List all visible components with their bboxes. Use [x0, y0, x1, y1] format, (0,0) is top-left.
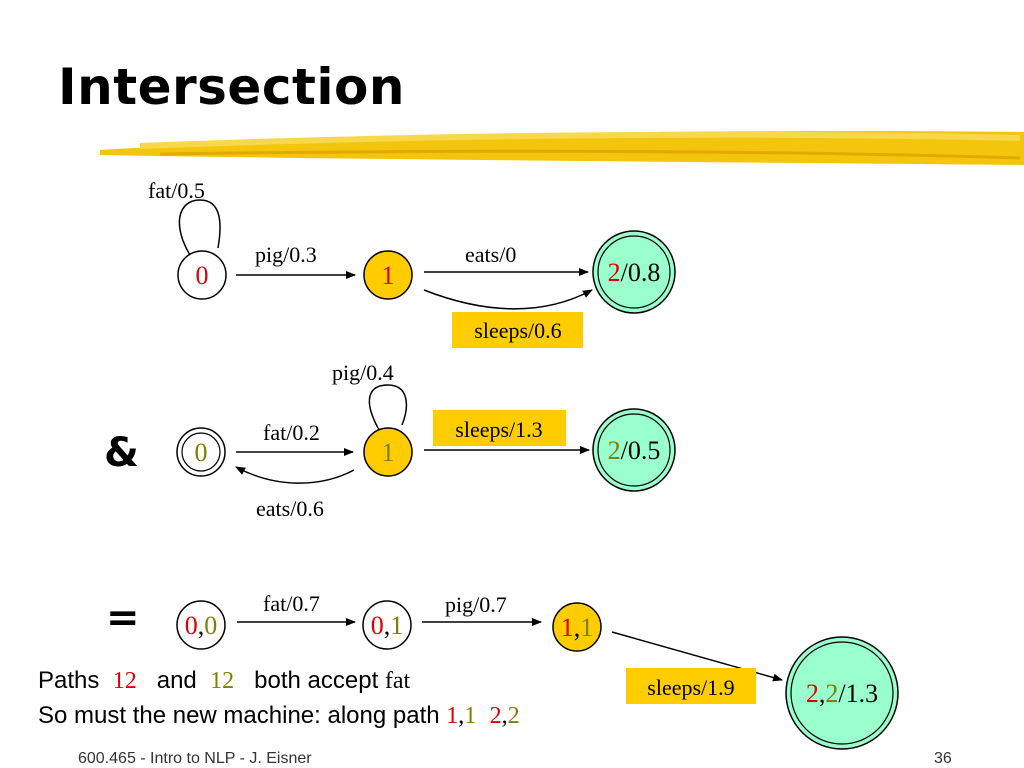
m2-loop-arc — [368, 384, 408, 438]
footer-page-number: 36 — [934, 750, 952, 767]
m2-arc-sleeps-label: sleeps/1.3 — [455, 417, 542, 442]
m1-state-0-label: 0 — [196, 261, 209, 290]
r-state-0-1 — [362, 600, 412, 650]
text-path-comma-2: , — [501, 703, 508, 729]
explanation-line-1: Paths 12 and 12 both accept fat — [38, 667, 410, 695]
footer-course: 600.465 - Intro to NLP - J. Eisner — [78, 750, 312, 767]
r-state-1-1 — [552, 602, 602, 652]
text-paths: Paths — [38, 667, 100, 694]
m2-state-2-label: 2/0.5 — [608, 436, 661, 465]
text-path-state-b2: 2 — [507, 703, 520, 729]
r-state-2-2-label: 2,2/1.3 — [806, 679, 878, 708]
m1-state-2 — [592, 230, 676, 314]
m2-loop-label: pig/0.4 — [332, 360, 394, 385]
r-arc-3-label: sleeps/1.9 — [647, 675, 734, 700]
m1-arc-eats-label: eats/0 — [465, 242, 516, 267]
explanation-line-2: So must the new machine: along path 1,1 … — [38, 702, 520, 730]
r-state-0-1-label: 0,1 — [371, 611, 404, 640]
m2-state-2 — [592, 408, 676, 492]
and-operator: & — [104, 430, 139, 476]
m1-state-2-label: 2/0.8 — [608, 258, 661, 287]
text-path-2: 12 — [210, 668, 235, 694]
m2-arc-1-0-label: eats/0.6 — [256, 496, 324, 521]
r-state-1-1-label: 1,1 — [561, 613, 594, 642]
m1-arc-0-1-label: pig/0.3 — [255, 242, 317, 267]
m2-state-1-label: 1 — [382, 438, 395, 467]
m1-state-1 — [363, 250, 413, 300]
machine-1: fat/0.5 0 pig/0.3 1 eats/0 sleeps/0.6 2/… — [148, 178, 676, 348]
machine-2: pig/0.4 0 fat/0.2 eats/0.6 1 sleeps/1.3 … — [176, 360, 676, 521]
m2-state-1 — [363, 427, 413, 477]
r-state-2-2 — [785, 636, 899, 750]
text-fat: fat — [384, 668, 411, 694]
text-path-state-a2: 2 — [489, 703, 502, 729]
r-state-0-0 — [176, 600, 226, 650]
m2-state-0-label: 0 — [195, 438, 208, 467]
text-path-state-a1: 1 — [446, 703, 459, 729]
r-arc-2-label: pig/0.7 — [445, 592, 507, 617]
m1-arc-1-2-sleeps — [423, 289, 593, 310]
m2-arc-1-0 — [235, 466, 355, 484]
m1-loop-label: fat/0.5 — [148, 178, 205, 203]
text-both-accept: both accept — [254, 667, 379, 694]
text-path-1: 12 — [112, 668, 137, 694]
equals-operator: = — [106, 595, 140, 641]
m2-arc-0-1-label: fat/0.2 — [263, 420, 320, 445]
text-path-comma-1: , — [458, 703, 465, 729]
r-arc-1-label: fat/0.7 — [263, 591, 320, 616]
m1-arc-sleeps-label: sleeps/0.6 — [474, 318, 561, 343]
m2-state-0 — [176, 427, 226, 477]
result-machine: 0,0 fat/0.7 0,1 pig/0.7 1,1 sleeps/1.9 2… — [176, 591, 899, 750]
m2-sleeps-highlight — [433, 410, 566, 446]
title-brush-stroke — [100, 131, 1024, 165]
m1-loop-arc — [178, 199, 221, 265]
text-path-state-b1: 1 — [464, 703, 477, 729]
text-and: and — [156, 667, 197, 694]
text-so-must: So must the new machine: along path — [38, 702, 440, 729]
m1-sleeps-highlight — [452, 312, 583, 348]
m1-state-0 — [177, 250, 227, 300]
m1-state-1-label: 1 — [382, 261, 395, 290]
r-state-0-0-label: 0,0 — [185, 611, 218, 640]
slide-title: Intersection — [58, 58, 405, 116]
r-sleeps-highlight — [626, 668, 756, 704]
